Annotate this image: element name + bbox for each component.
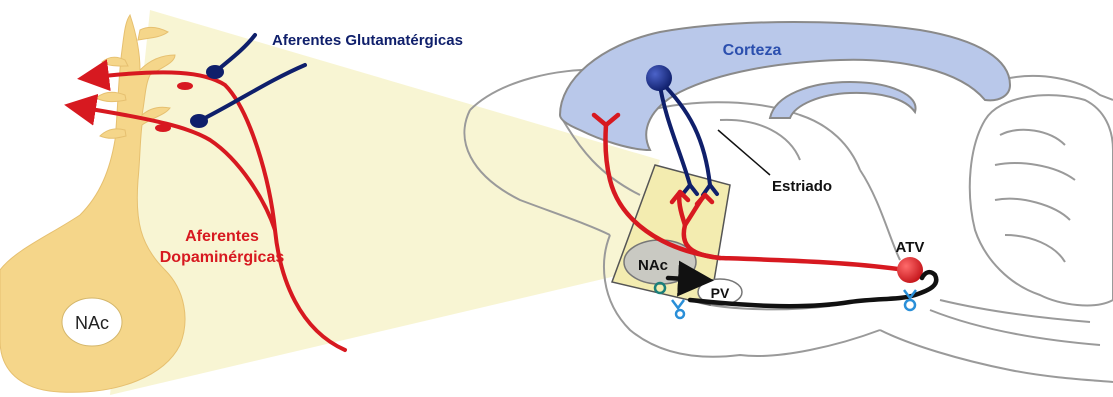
cortical-neuron-soma [646,65,672,91]
striatum-label: Estriado [772,178,832,195]
cerebellum [970,95,1113,305]
dopaminergic-label-line1: Aferentes [185,228,259,245]
vp-label: PV [711,285,730,301]
dopaminergic-label-line2: Dopaminérgicas [160,249,285,266]
cortex-region [560,22,1010,150]
vta-soma [897,257,923,283]
nac-neuron-label: NAc [75,313,109,333]
cortex-label: Corteza [723,42,782,59]
vta-label: ATV [896,239,925,256]
hippocampus [770,82,916,118]
nac-region-label: NAc [638,257,668,274]
striatum-leader [718,130,770,175]
zoom-wedge [110,10,660,395]
glutamatergic-label: Aferentes Glutamatérgicas [272,32,463,49]
